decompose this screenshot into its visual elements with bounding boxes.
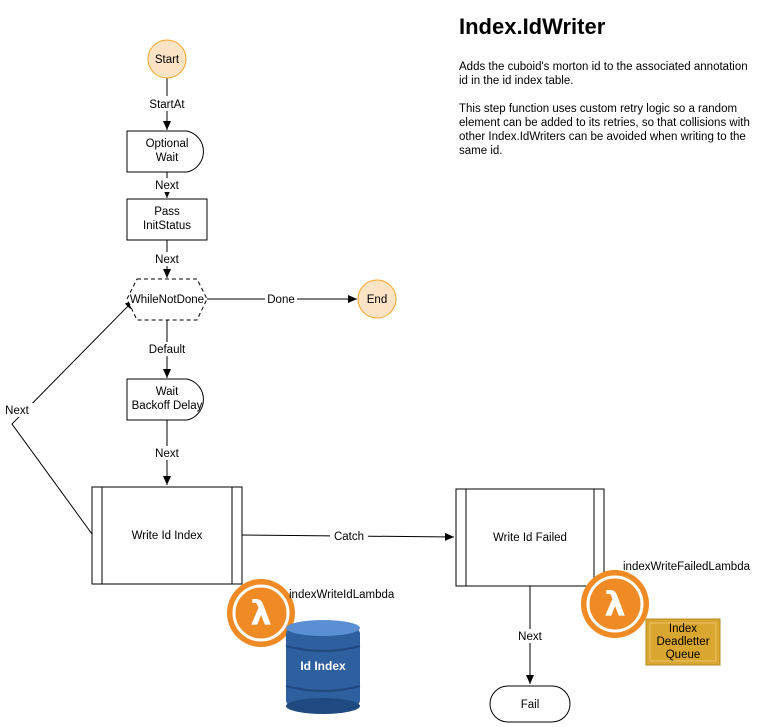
node-optional-wait-label-1: Optional (146, 138, 189, 150)
node-pass-label-2: InitStatus (143, 220, 191, 232)
sqs-label-1: Index (669, 623, 697, 635)
node-optional-wait[interactable]: Optional Wait (126, 130, 204, 173)
node-end-label: End (367, 294, 387, 306)
edge-label-next-fail: Next (518, 631, 542, 643)
sqs-label-3: Queue (666, 649, 701, 661)
lambda-failed-icon: λ (581, 570, 649, 638)
node-start[interactable]: Start (147, 39, 187, 79)
node-while-not-done[interactable]: WhileNotDone (126, 278, 208, 321)
node-wait-backoff[interactable]: Wait Backoff Delay (126, 378, 204, 421)
edge-label-done: Done (267, 294, 295, 306)
sqs-label-2: Deadletter (656, 636, 709, 648)
node-fail-label: Fail (521, 699, 540, 711)
edge-label-catch: Catch (334, 531, 364, 543)
lambda-failed-glyph: λ (604, 585, 626, 625)
node-pass-initstatus[interactable]: Pass InitStatus (126, 198, 208, 241)
lambda-glyph: λ (250, 594, 272, 634)
edge-labels: StartAt Next Next Done Default Next Next… (3, 96, 546, 643)
diagram-title: Index.IdWriter (459, 14, 606, 39)
edge-label-next-3: Next (155, 448, 179, 460)
dynamodb-icon: Id Index (285, 620, 361, 714)
node-wait-backoff-label-2: Backoff Delay (132, 400, 203, 412)
node-end[interactable]: End (357, 279, 397, 319)
node-write-id-failed[interactable]: Write Id Failed (455, 488, 605, 587)
node-fail[interactable]: Fail (489, 685, 571, 723)
node-wait-backoff-label-1: Wait (156, 386, 179, 398)
lambda-failed-label: indexWriteFailedLambda (623, 561, 751, 573)
sqs-queue-icon: Index Deadletter Queue (645, 618, 721, 666)
lambda-icon: λ (227, 579, 295, 647)
edge-label-next-1: Next (155, 180, 179, 192)
node-pass-label-1: Pass (154, 206, 180, 218)
edge-label-startat: StartAt (149, 99, 185, 111)
edge-label-next-loop: Next (5, 405, 29, 417)
dynamodb-label: Id Index (300, 659, 346, 673)
node-while-not-done-label: WhileNotDone (130, 294, 204, 306)
description-paragraph-2: This step function uses custom retry log… (459, 103, 750, 157)
description-paragraph-1: Adds the cuboid's morton id to the assoc… (459, 61, 748, 87)
node-write-id-failed-label: Write Id Failed (493, 532, 567, 544)
node-write-id-index[interactable]: Write Id Index (91, 486, 243, 585)
edge-label-default: Default (149, 344, 186, 356)
edge-next-loop (11, 299, 135, 535)
node-start-label: Start (155, 54, 180, 66)
edge-label-next-2: Next (155, 254, 179, 266)
node-write-id-index-label: Write Id Index (132, 530, 203, 542)
node-optional-wait-label-2: Wait (156, 152, 179, 164)
lambda-write-label: indexWriteIdLambda (289, 589, 395, 601)
